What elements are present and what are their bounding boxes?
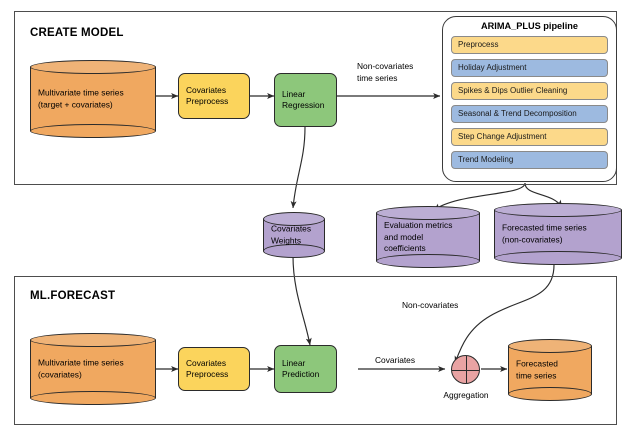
- cylinder-top: [263, 212, 325, 226]
- pipeline-step-label: Step Change Adjustment: [458, 132, 547, 141]
- cylinder-top: [494, 203, 622, 217]
- forecast-output-label: Forecasted time series: [516, 358, 558, 381]
- pipeline-step-label: Seasonal & Trend Decomposition: [458, 109, 577, 118]
- forecast-input-label: Multivariate time series (covariates): [38, 357, 124, 380]
- pipeline-step-label: Spikes & Dips Outlier Cleaning: [458, 86, 568, 95]
- ml-forecast-title: ML.FORECAST: [30, 290, 116, 302]
- pipeline-step-label: Holiday Adjustment: [458, 63, 527, 72]
- create-model-title: CREATE MODEL: [30, 27, 124, 39]
- linear-regression-label: Linear Regression: [282, 88, 325, 111]
- aggregation-label: Aggregation: [443, 390, 489, 400]
- edge-forecasted-series-to-aggregation: [454, 264, 555, 364]
- evaluation-metrics-cylinder: Evaluation metrics and model coefficient…: [376, 206, 480, 268]
- forecasted-non-covariates-label: Forecasted time series (non-covariates): [502, 222, 587, 245]
- train-input-cylinder: Multivariate time series (target + covar…: [30, 60, 156, 138]
- covariates-weights-cylinder: Covariates Weights: [263, 212, 325, 258]
- cylinder-bottom: [30, 391, 156, 405]
- covariates-weights-label: Covariates Weights: [271, 223, 312, 246]
- forecast-input-cylinder: Multivariate time series (covariates): [30, 333, 156, 405]
- cylinder-bottom: [263, 244, 325, 258]
- pipeline-step-trend-modeling[interactable]: Trend Modeling: [451, 151, 608, 169]
- pipeline-step-spikes-dips-outlier-cleaning[interactable]: Spikes & Dips Outlier Cleaning: [451, 82, 608, 100]
- cylinder-body: [376, 213, 480, 261]
- ml-forecast-section: [14, 276, 617, 425]
- cylinder-body: [508, 346, 592, 394]
- cylinder-body: [494, 210, 622, 258]
- forecasted-non-covariates-cylinder: Forecasted time series (non-covariates): [494, 203, 622, 265]
- edge-label-non-covariates: Non-covariates: [402, 300, 459, 310]
- train-input-label: Multivariate time series (target + covar…: [38, 87, 124, 110]
- arima-plus-pipeline: ARIMA_PLUS pipeline Preprocess Holiday A…: [442, 16, 617, 182]
- cylinder-body: [30, 67, 156, 131]
- linear-regression-box[interactable]: Linear Regression: [274, 73, 337, 127]
- train-covariates-preprocess-box[interactable]: Covariates Preprocess: [178, 73, 250, 119]
- cylinder-bottom: [494, 251, 622, 265]
- linear-prediction-box[interactable]: Linear Prediction: [274, 345, 337, 393]
- forecast-covariates-preprocess-box[interactable]: Covariates Preprocess: [178, 347, 250, 391]
- arima-plus-pipeline-title: ARIMA_PLUS pipeline: [481, 21, 578, 31]
- pipeline-step-preprocess[interactable]: Preprocess: [451, 36, 608, 54]
- cylinder-body: [30, 340, 156, 398]
- train-covariates-preprocess-label: Covariates Preprocess: [186, 84, 229, 107]
- cylinder-top: [30, 333, 156, 347]
- edge-label-covariates: Covariates: [375, 355, 416, 365]
- cylinder-bottom: [508, 387, 592, 401]
- cylinder-bottom: [30, 124, 156, 138]
- aggregation-plus-vertical: [465, 356, 467, 383]
- pipeline-step-label: Preprocess: [458, 40, 499, 49]
- aggregation-node[interactable]: [451, 355, 480, 384]
- forecast-covariates-preprocess-label: Covariates Preprocess: [186, 357, 229, 380]
- cylinder-top: [30, 60, 156, 74]
- edge-pipeline-to-evaluation-metrics: [433, 182, 526, 211]
- edge-label-non-covariates-time-series: Non-covariates time series: [357, 61, 414, 83]
- linear-prediction-label: Linear Prediction: [282, 357, 320, 380]
- pipeline-step-seasonal-trend-decomposition[interactable]: Seasonal & Trend Decomposition: [451, 105, 608, 123]
- pipeline-step-step-change-adjustment[interactable]: Step Change Adjustment: [451, 128, 608, 146]
- edge-linear-regression-to-covariates-weights: [290, 126, 306, 209]
- pipeline-step-holiday-adjustment[interactable]: Holiday Adjustment: [451, 59, 608, 77]
- cylinder-top: [376, 206, 480, 220]
- forecast-output-cylinder: Forecasted time series: [508, 339, 592, 401]
- edge-covariates-weights-to-linear-prediction: [292, 255, 312, 346]
- cylinder-top: [508, 339, 592, 353]
- evaluation-metrics-label: Evaluation metrics and model coefficient…: [384, 219, 453, 253]
- pipeline-step-label: Trend Modeling: [458, 155, 514, 164]
- cylinder-bottom: [376, 254, 480, 268]
